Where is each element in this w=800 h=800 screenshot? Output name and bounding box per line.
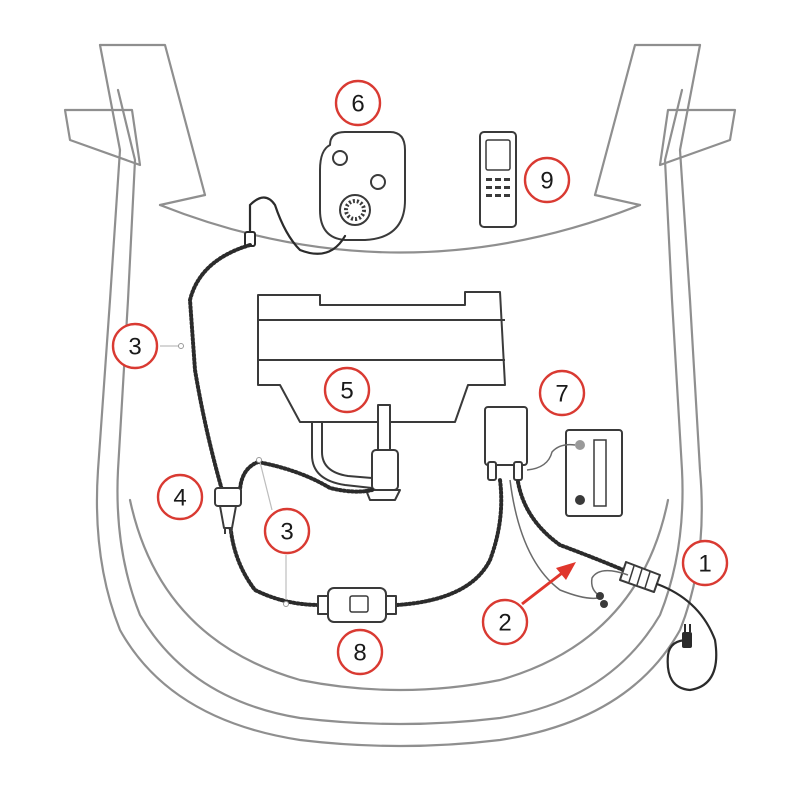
callout-3-upper: 3 (111, 322, 159, 370)
callout-8: 8 (336, 628, 384, 676)
callout-9: 9 (523, 156, 571, 204)
engine-block (257, 291, 506, 423)
battery-charger (484, 406, 528, 481)
inlet-connector (619, 561, 661, 593)
cable-heater-to-splitter (187, 243, 252, 492)
callout-6-label: 6 (351, 91, 364, 118)
cable-splitter-to-timer (228, 518, 322, 607)
timer-unit (317, 587, 397, 623)
leader-lines (160, 343, 289, 607)
callout-2: 2 (481, 598, 529, 646)
mains-plug (682, 624, 692, 648)
callout-3-lower: 3 (263, 507, 311, 555)
heater-cable (248, 196, 347, 255)
callout-4-label: 4 (173, 485, 186, 512)
callout-4: 4 (156, 473, 204, 521)
callout-1-label: 1 (698, 551, 711, 578)
interior-heater (319, 131, 406, 241)
callout-3-lower-label: 3 (280, 519, 293, 546)
battery-lead-positive (590, 569, 629, 597)
splitter-plug (214, 487, 242, 534)
callout-8-label: 8 (353, 640, 366, 667)
callout-7-label: 7 (555, 381, 568, 408)
callout-2-arrow (521, 562, 576, 606)
cable-timer-to-charger (395, 478, 504, 607)
callout-2-label: 2 (498, 610, 511, 637)
charger-to-battery-lead (526, 443, 576, 471)
remote-control (479, 131, 517, 228)
battery-lead-terminal (596, 592, 604, 600)
callout-7: 7 (538, 369, 586, 417)
callout-9-label: 9 (540, 168, 553, 195)
callout-1: 1 (681, 539, 729, 587)
cable-splitter-to-engine (237, 459, 374, 502)
mains-power-cord (655, 582, 718, 692)
callout-3-upper-label: 3 (128, 334, 141, 361)
car-battery (565, 429, 623, 517)
cable-charger-to-inlet (516, 480, 630, 574)
engine-heater-element (311, 404, 401, 501)
battery-lead-negative (509, 479, 599, 600)
battery-lead-terminal (600, 600, 608, 608)
callout-5: 5 (323, 366, 371, 414)
callout-6: 6 (334, 79, 382, 127)
callout-5-label: 5 (340, 378, 353, 405)
